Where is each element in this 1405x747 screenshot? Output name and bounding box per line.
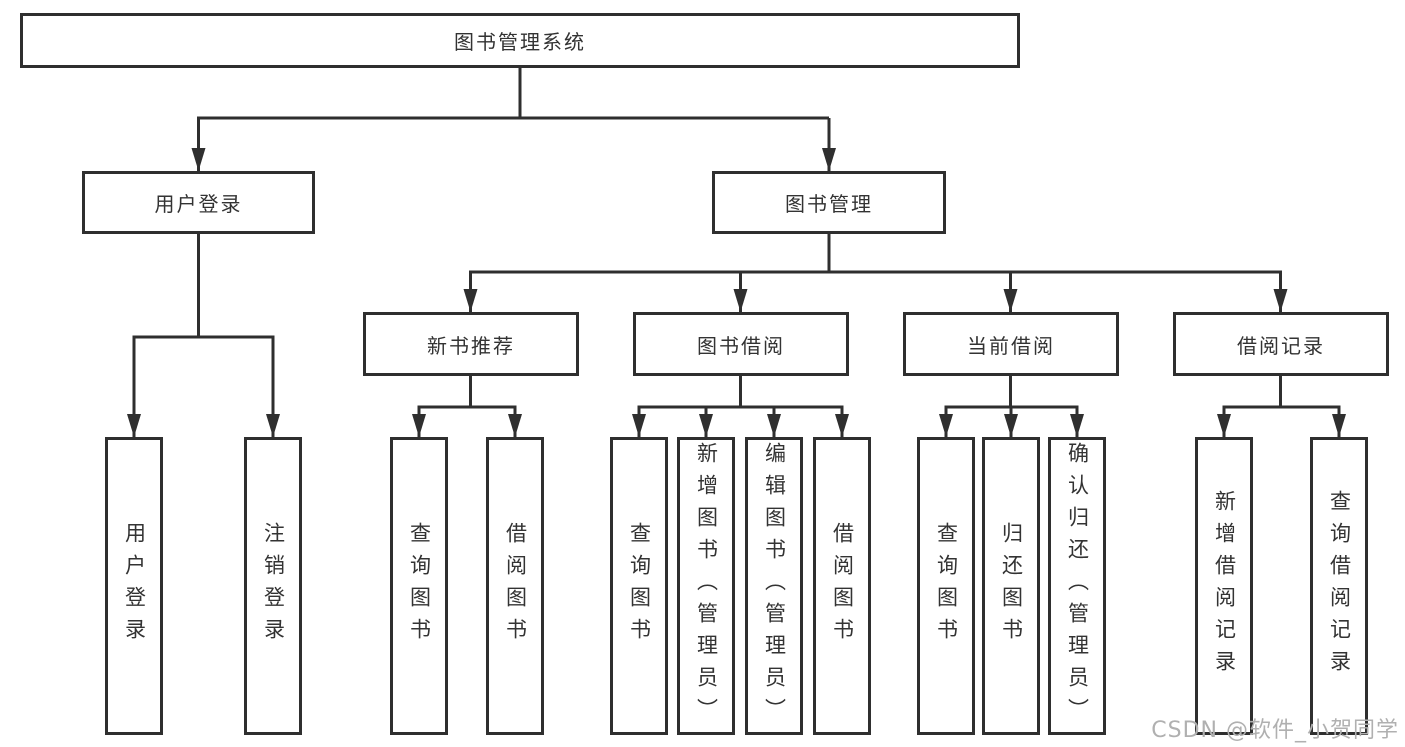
node-leaf-query-books: 查询图书: [390, 437, 448, 735]
node-book-management: 图书管理: [712, 171, 946, 234]
node-leaf-add-books-admin: 新增图书（管理员）: [677, 437, 735, 735]
connector-user-login: [132, 234, 275, 339]
leaf-label: 编辑图书（管理员）: [762, 442, 787, 730]
node-leaf-user-login: 用户登录: [105, 437, 163, 735]
csdn-watermark: CSDN @软件_小贺同学: [1151, 718, 1399, 743]
node-user-login: 用户登录: [82, 171, 315, 234]
connector-new-book-recommend: [417, 376, 517, 409]
node-leaf-borrow-books: 借阅图书: [486, 437, 544, 735]
node-leaf-query-books: 查询图书: [917, 437, 975, 735]
leaf-label: 借阅图书: [830, 522, 855, 650]
leaf-label: 新增图书（管理员）: [694, 442, 719, 730]
leaf-label: 查询图书: [407, 522, 432, 650]
node-leaf-query-borrow-record: 查询借阅记录: [1310, 437, 1368, 735]
connector-book-borrowing: [637, 376, 844, 409]
connector-book-management: [469, 234, 1282, 274]
node-leaf-return-books: 归还图书: [982, 437, 1040, 735]
leaf-label: 注销登录: [261, 522, 286, 650]
leaf-label: 查询借阅记录: [1327, 490, 1352, 682]
leaf-label: 归还图书: [999, 522, 1024, 650]
leaf-label: 查询图书: [627, 522, 652, 650]
node-leaf-query-books: 查询图书: [610, 437, 668, 735]
connector-root: [197, 68, 829, 120]
leaf-label: 查询图书: [934, 522, 959, 650]
node-borrowing-records: 借阅记录: [1173, 312, 1389, 376]
leaf-label: 确认归还（管理员）: [1065, 442, 1090, 730]
connector-current-borrowing: [944, 376, 1079, 409]
node-current-borrowing: 当前借阅: [903, 312, 1119, 376]
node-leaf-add-borrow-record: 新增借阅记录: [1195, 437, 1253, 735]
node-book-borrowing: 图书借阅: [633, 312, 849, 376]
node-leaf-confirm-return-admin: 确认归还（管理员）: [1048, 437, 1106, 735]
connector-borrowing-records: [1222, 376, 1341, 409]
node-leaf-logout: 注销登录: [244, 437, 302, 735]
node-leaf-borrow-books: 借阅图书: [813, 437, 871, 735]
leaf-label: 用户登录: [122, 522, 147, 650]
leaf-label: 新增借阅记录: [1212, 490, 1237, 682]
node-leaf-edit-books-admin: 编辑图书（管理员）: [745, 437, 803, 735]
node-new-book-recommend: 新书推荐: [363, 312, 579, 376]
leaf-label: 借阅图书: [503, 522, 528, 650]
node-library-management-system: 图书管理系统: [20, 13, 1020, 68]
